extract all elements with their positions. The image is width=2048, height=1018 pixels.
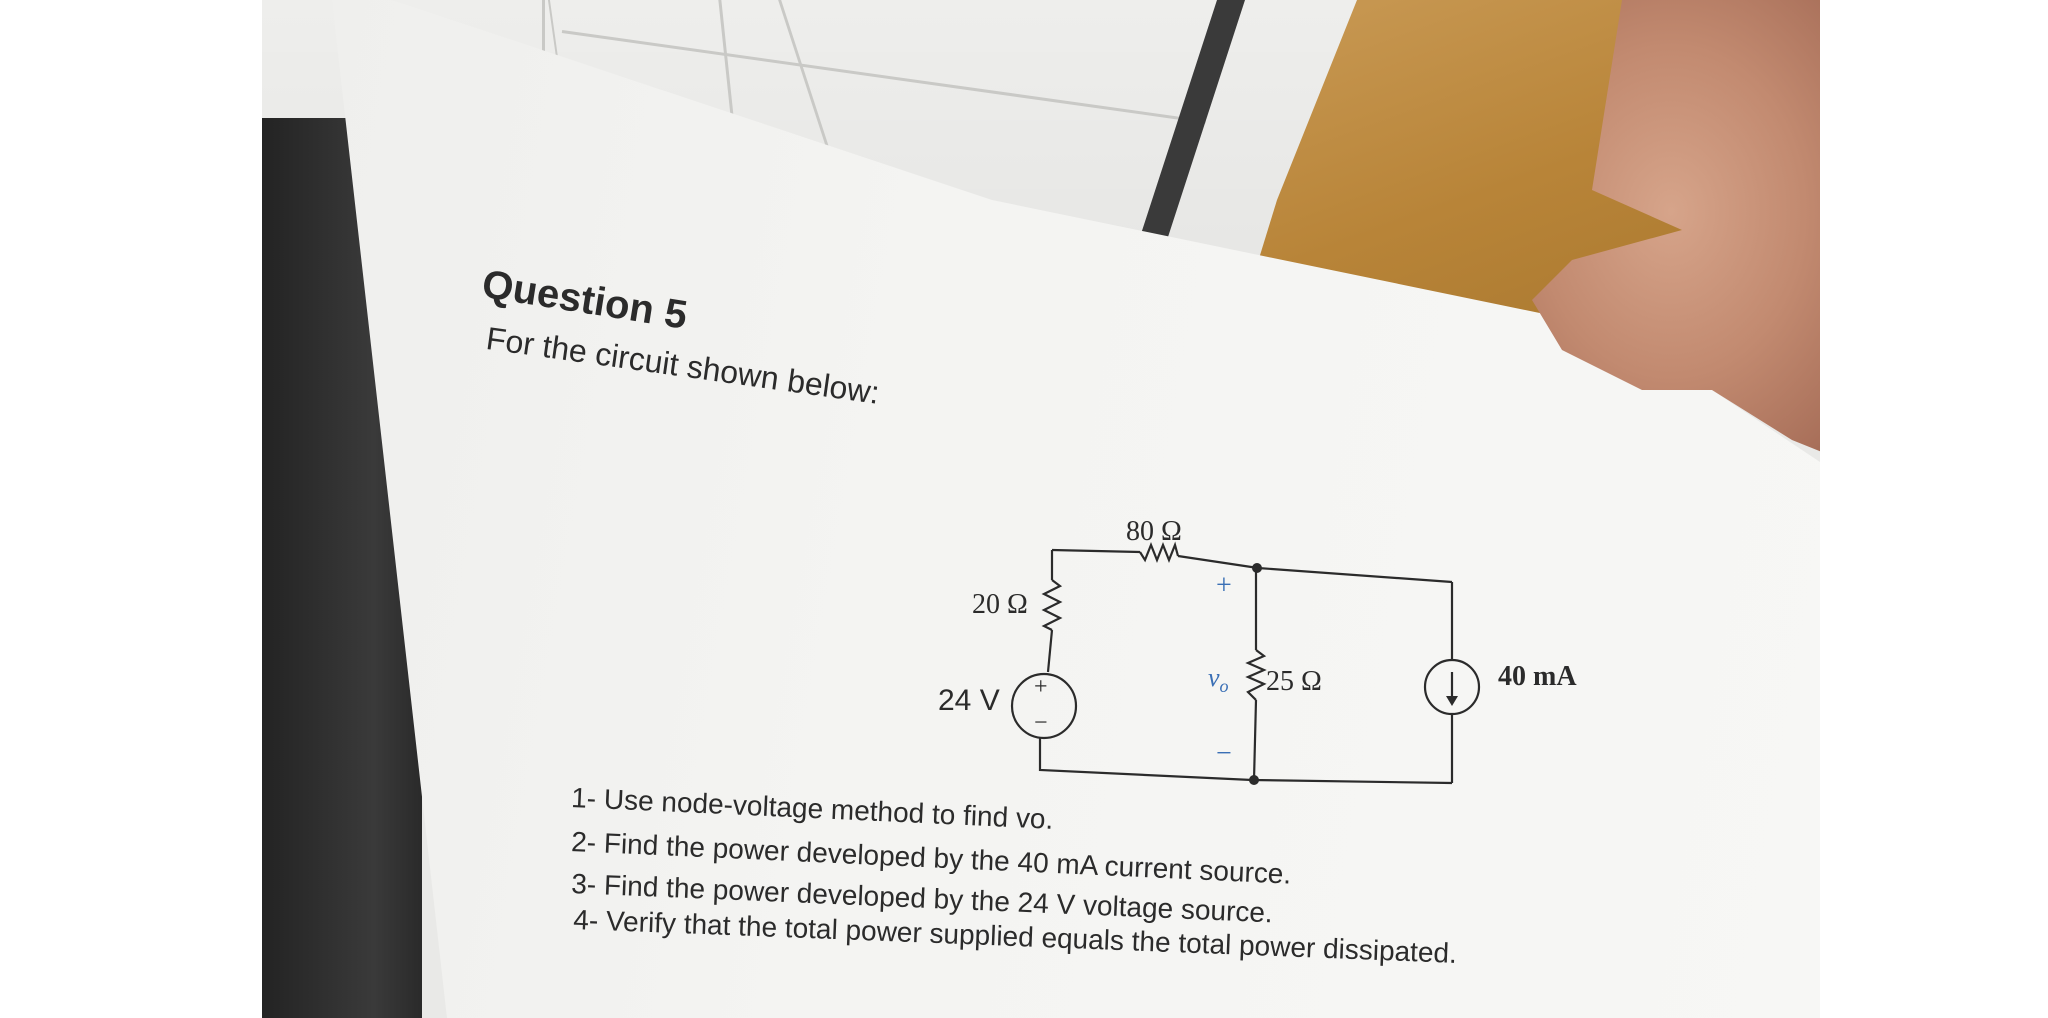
vo-plus-sign: + bbox=[1216, 570, 1232, 601]
wire-bottom bbox=[1038, 738, 1453, 785]
voltage-source bbox=[1010, 672, 1078, 740]
photo-background bbox=[262, 0, 1820, 1018]
node-top bbox=[1252, 563, 1262, 573]
wire-25-bottom bbox=[1252, 699, 1258, 781]
vo-minus-sign: − bbox=[1216, 738, 1232, 769]
vo-label: vo bbox=[1208, 663, 1229, 696]
wire-20-to-source bbox=[1046, 629, 1054, 673]
node-bottom bbox=[1249, 775, 1259, 785]
source-minus-sign: − bbox=[1034, 710, 1048, 736]
wire-top-mid bbox=[1177, 554, 1259, 570]
label-80-ohm: 80 Ω bbox=[1126, 516, 1182, 547]
resistor-25 bbox=[1245, 649, 1267, 701]
wire-top-left bbox=[1051, 548, 1141, 554]
label-24-volt: 24 V bbox=[938, 684, 1000, 717]
current-arrow-head bbox=[1446, 696, 1458, 706]
label-40-milliamp: 40 mA bbox=[1498, 661, 1577, 692]
label-20-ohm: 20 Ω bbox=[972, 589, 1028, 620]
resistor-80 bbox=[1139, 541, 1180, 563]
wire-top-right bbox=[1257, 566, 1453, 584]
current-source bbox=[1423, 658, 1481, 716]
label-25-ohm: 25 Ω bbox=[1266, 666, 1322, 697]
source-plus-sign: + bbox=[1034, 674, 1048, 700]
resistor-20 bbox=[1041, 579, 1063, 631]
